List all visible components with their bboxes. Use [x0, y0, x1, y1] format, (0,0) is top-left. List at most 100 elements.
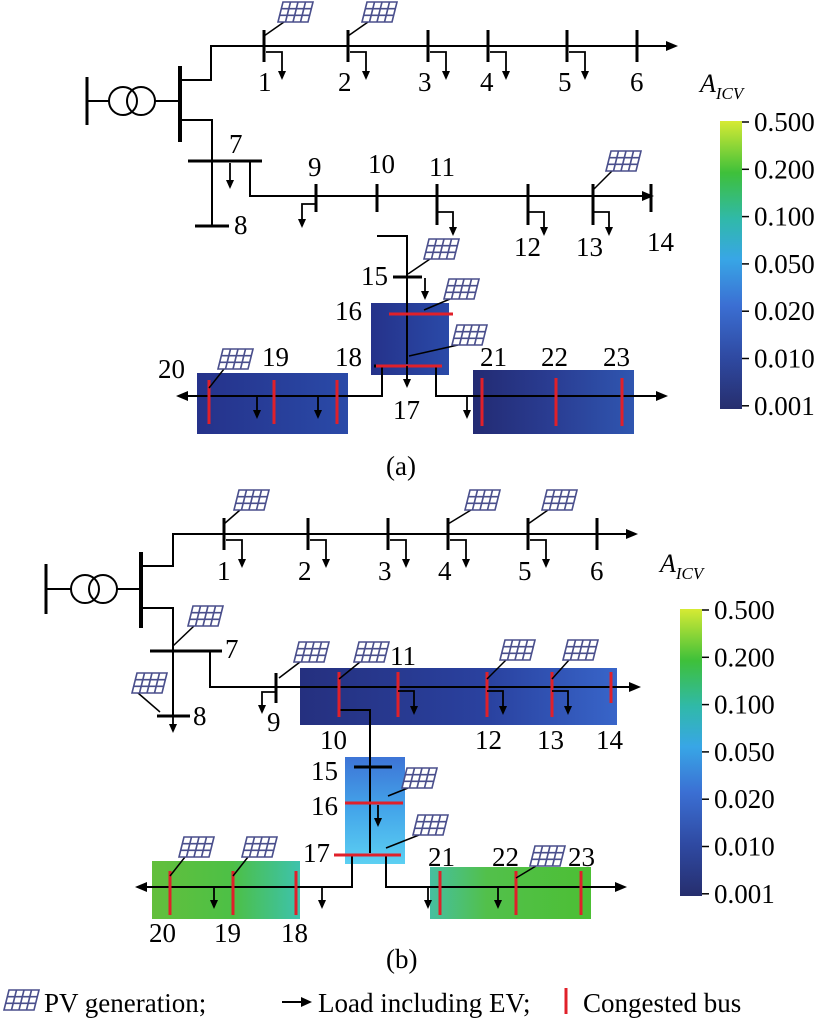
colorbar-title-b: AICV: [658, 549, 706, 583]
colorbar-tick-label: 0.001: [754, 391, 815, 421]
pv-panel-icon: [208, 348, 255, 389]
bus-label-9: 9: [308, 152, 322, 182]
bus-label-20: 20: [149, 918, 176, 948]
bus-label-23: 23: [568, 842, 595, 872]
bus-label-1: 1: [258, 67, 272, 97]
bus-label-1: 1: [217, 556, 231, 586]
heat-region-21-23: [430, 867, 591, 919]
colorbar-tick-label: 0.050: [714, 737, 775, 767]
bus-label-19: 19: [262, 342, 289, 372]
heat-region-10-14: [300, 668, 617, 725]
bus-label-7: 7: [229, 129, 243, 159]
transformer-b: [44, 552, 143, 628]
legend-load-arrow: [282, 997, 312, 1007]
bus-label-23: 23: [603, 342, 630, 372]
bus-label-14: 14: [596, 725, 624, 755]
bus-label-7: 7: [225, 634, 239, 664]
load-arrow: [318, 887, 326, 909]
bus-label-19: 19: [214, 918, 241, 948]
bus-label-22: 22: [492, 842, 519, 872]
load-arrow: [390, 539, 410, 568]
load-arrow: [226, 539, 246, 568]
bus-label-10: 10: [368, 149, 395, 179]
heat-region-18-20: [152, 861, 300, 919]
bus-label-9: 9: [267, 707, 281, 737]
load-arrow: [253, 397, 261, 419]
colorbar-gradient-a: [720, 121, 742, 409]
colorbar-tick-label: 0.020: [714, 784, 775, 814]
pv-panel-icon: [338, 641, 391, 680]
bus-label-4: 4: [438, 556, 452, 586]
colorbar-gradient-b: [680, 609, 702, 896]
caption-b: (b): [386, 944, 417, 974]
bus-label-2: 2: [338, 67, 352, 97]
pv-panel-icon: [278, 641, 331, 679]
load-arrow: [430, 51, 450, 80]
colorbar-tick-label: 0.050: [754, 249, 815, 279]
load-arrow: [494, 887, 502, 909]
bus-label-12: 12: [514, 232, 541, 262]
bus-label-16: 16: [311, 791, 338, 821]
pv-panel-icon: [551, 639, 600, 680]
load-arrow: [530, 539, 550, 568]
bus-label-15: 15: [311, 756, 338, 786]
colorbar-tick-label: 0.200: [754, 154, 815, 184]
bus-label-18: 18: [335, 342, 362, 372]
bus-label-4: 4: [480, 67, 494, 97]
load-arrow: [490, 51, 510, 80]
pv-icons: [130, 1, 643, 879]
pv-panel-icon: [172, 605, 225, 647]
panel-b: 1 2 3 4 5 6 7 8 9 10 11 12 13 14 15 16 1…: [44, 518, 641, 974]
legend-pv-label: PV generation;: [44, 988, 206, 1018]
bus-label-3: 3: [378, 556, 392, 586]
load-arrow: [437, 211, 457, 236]
colorbar-tick-label: 0.001: [714, 879, 775, 909]
pv-panel-icon: [407, 238, 461, 275]
bus-label-11: 11: [429, 152, 455, 182]
load-arrow: [450, 539, 470, 568]
bus-label-3: 3: [418, 67, 432, 97]
bus-label-14: 14: [647, 227, 675, 257]
bus-labels-b: 1 2 3 4 5 6 7 8 9 10 11 12 13 14 15 16 1…: [149, 556, 624, 948]
pv-panel-icon: [232, 836, 279, 877]
pv-panel-icon: [347, 1, 399, 37]
colorbar-title-a: AICV: [698, 69, 746, 103]
pv-panel-icon: [408, 324, 489, 357]
pv-panel-icon: [423, 278, 481, 311]
bus-label-16: 16: [335, 296, 362, 326]
pv-panel-icon: [2, 989, 41, 1011]
load-arrow: [528, 211, 548, 236]
legend-pv-icon: [2, 989, 41, 1011]
load-arrow: [314, 397, 322, 419]
heat-region-15-17: [345, 757, 405, 864]
load-arrows: [169, 51, 613, 909]
load-arrow: [593, 211, 613, 236]
load-arrow: [421, 278, 429, 300]
bus-label-13: 13: [537, 725, 564, 755]
bus-label-13: 13: [576, 232, 603, 262]
pv-panel-icon: [130, 672, 169, 713]
congested-buses-b: [168, 672, 613, 915]
load-arrow: [487, 690, 507, 715]
load-arrow: [350, 51, 370, 80]
pv-panel-icon: [527, 489, 579, 525]
load-arrow: [266, 51, 286, 80]
bus-label-2: 2: [298, 556, 312, 586]
legend: PV generation; Load including EV; Conges…: [2, 988, 741, 1018]
pv-panel-icon: [592, 150, 643, 191]
load-arrow: [374, 805, 382, 827]
load-arrow: [398, 690, 418, 715]
bus-label-10: 10: [320, 725, 347, 755]
colorbar-tick-label: 0.200: [714, 642, 775, 672]
feeder-main-a: [180, 30, 678, 81]
heat-region-21-23: [473, 370, 634, 434]
bus-label-8: 8: [193, 701, 207, 731]
bus-label-18: 18: [281, 918, 308, 948]
pv-panel-icon: [263, 1, 315, 37]
bus-label-15: 15: [361, 261, 388, 291]
colorbar-tick-label: 0.500: [714, 595, 775, 625]
load-arrow: [298, 203, 316, 228]
colorbar-tick-label: 0.100: [714, 690, 775, 720]
